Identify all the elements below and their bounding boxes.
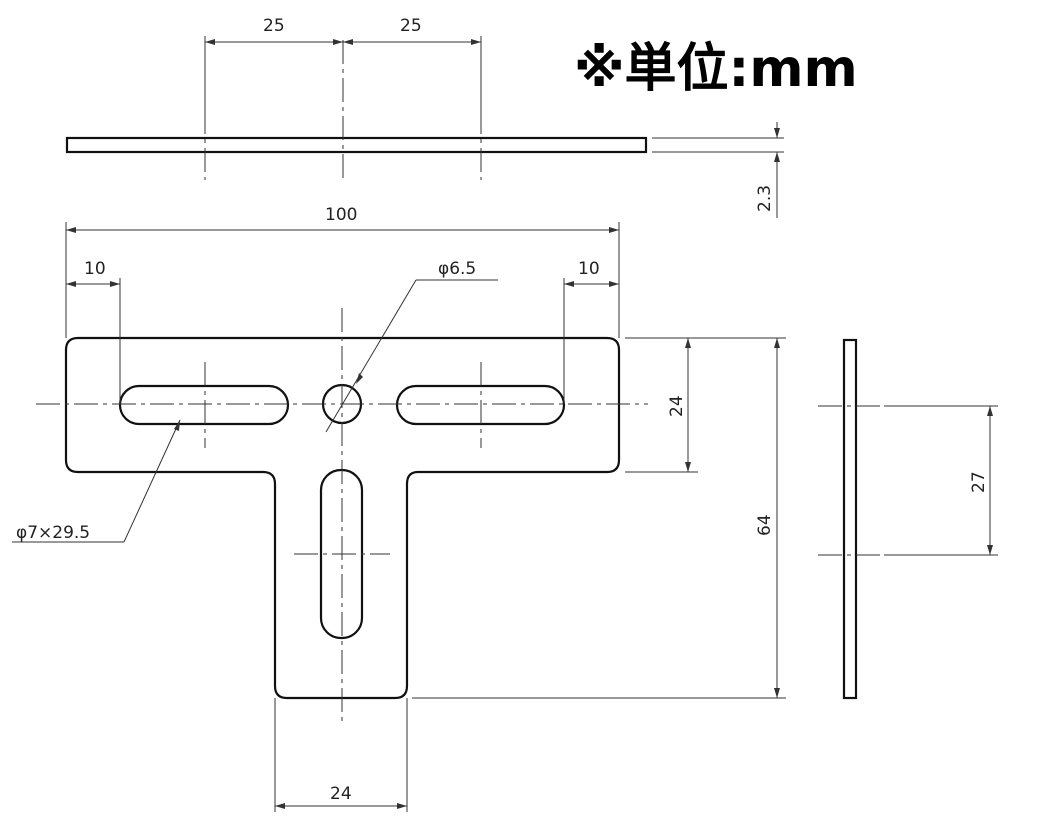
dim-overall-height: 64 <box>755 514 775 536</box>
dim-left-margin: 10 <box>84 259 106 279</box>
dim-stem-width: 24 <box>330 784 352 804</box>
dim-right-margin: 10 <box>578 259 600 279</box>
side-view-plate <box>842 338 858 700</box>
dim-center-hole: φ6.5 <box>438 259 476 279</box>
dim-thickness: 2.3 <box>755 185 775 212</box>
dim-top-spacing-right: 25 <box>400 16 422 36</box>
slot-left <box>118 384 290 426</box>
dim-slot: φ7×29.5 <box>16 523 90 543</box>
dim-overall-width: 100 <box>325 205 357 225</box>
t-plate-outline <box>64 336 621 700</box>
dim-bar-height: 24 <box>667 395 687 417</box>
unit-note: ※単位:mm <box>574 39 858 99</box>
dim-top-spacing-left: 25 <box>263 16 285 36</box>
top-view: 25 25 2.3 <box>65 16 784 218</box>
top-view-plate <box>65 136 648 154</box>
side-view: 27 <box>818 338 998 700</box>
dim-side-slot-spacing: 27 <box>969 471 989 493</box>
front-view: 100 10 10 φ6.5 φ7×29.5 24 <box>12 205 786 812</box>
